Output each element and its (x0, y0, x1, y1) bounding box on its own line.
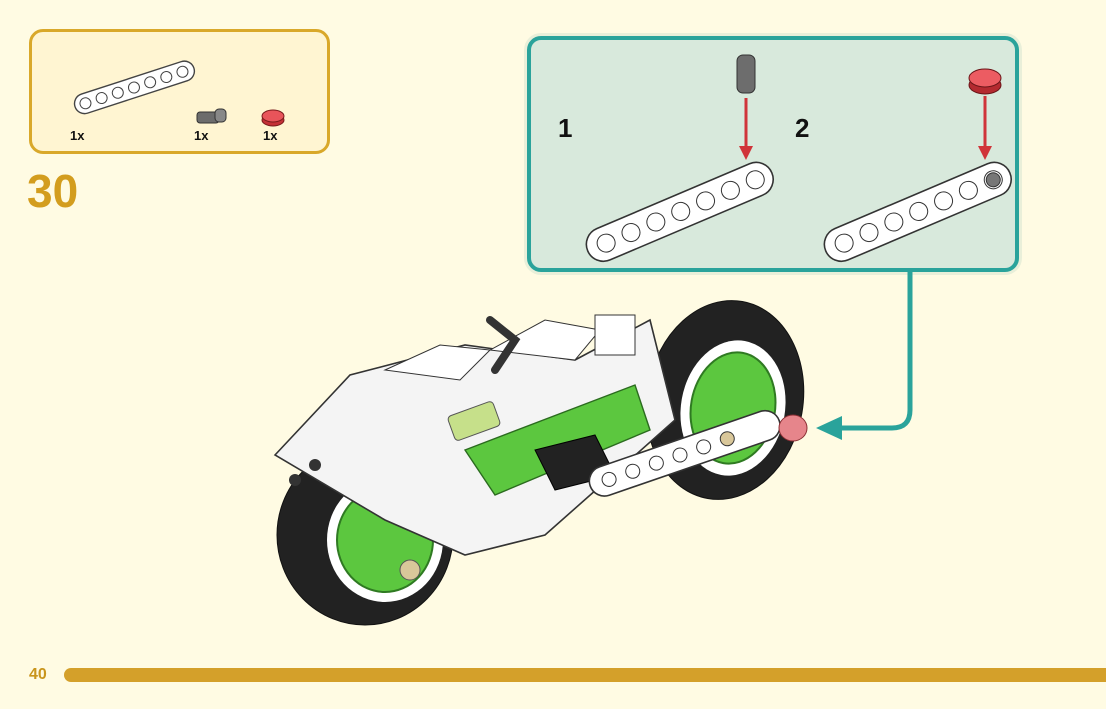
substep-1-illustration (585, 54, 774, 263)
parts-list-box: 1x 1x 1x (29, 29, 330, 154)
page-footer-bar (64, 668, 1106, 682)
attached-red-tile (778, 414, 808, 442)
pin-quantity: 1x (194, 128, 209, 143)
motorcycle-model-illustration (273, 300, 808, 626)
gray-pin-icon (736, 54, 756, 94)
callout-pointer-arrow (816, 272, 913, 440)
beam-part-icon (73, 60, 196, 115)
red-tile-part-icon (261, 109, 285, 127)
beam-quantity: 1x (70, 128, 85, 143)
pin-part-icon (196, 108, 227, 124)
page-number: 40 (29, 666, 47, 683)
red-tile-quantity: 1x (263, 128, 278, 143)
step-number: 30 (27, 165, 79, 217)
substep-2-number: 2 (795, 113, 810, 143)
substep-2-illustration (823, 68, 1012, 263)
substep-callout: 1 2 (527, 36, 1019, 272)
substep-1-number: 1 (558, 113, 573, 143)
